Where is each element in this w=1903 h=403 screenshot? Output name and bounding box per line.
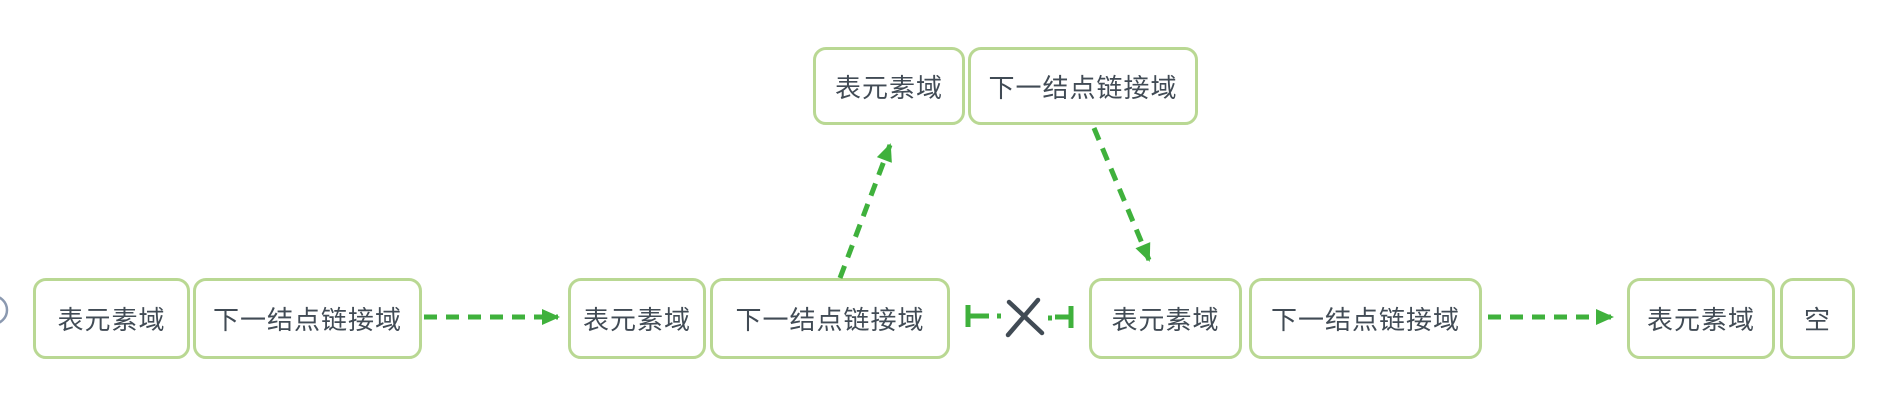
arrow-node2-to-new-node <box>837 143 893 279</box>
node2-link-field: 下一结点链接域 <box>710 278 950 359</box>
node1-link-field: 下一结点链接域 <box>193 278 422 359</box>
tail-node-null-field: 空 <box>1780 278 1855 359</box>
new-node-element-field: 表元素域 <box>813 47 965 125</box>
node3-element-field: 表元素域 <box>1089 278 1242 359</box>
new-node-link-field: 下一结点链接域 <box>968 47 1198 125</box>
broken-link <box>965 297 1074 338</box>
tee-bar-icon <box>1048 306 1074 328</box>
node2-element-field: 表元素域 <box>568 278 706 359</box>
clipped-head-circle <box>0 296 9 324</box>
node1-element-field: 表元素域 <box>33 278 190 359</box>
cross-icon <box>1005 297 1045 338</box>
node3-link-field: 下一结点链接域 <box>1249 278 1482 359</box>
arrow-new-node-to-node3 <box>1091 127 1152 262</box>
tail-node-element-field: 表元素域 <box>1627 278 1775 359</box>
tee-bar-icon <box>965 305 1001 327</box>
